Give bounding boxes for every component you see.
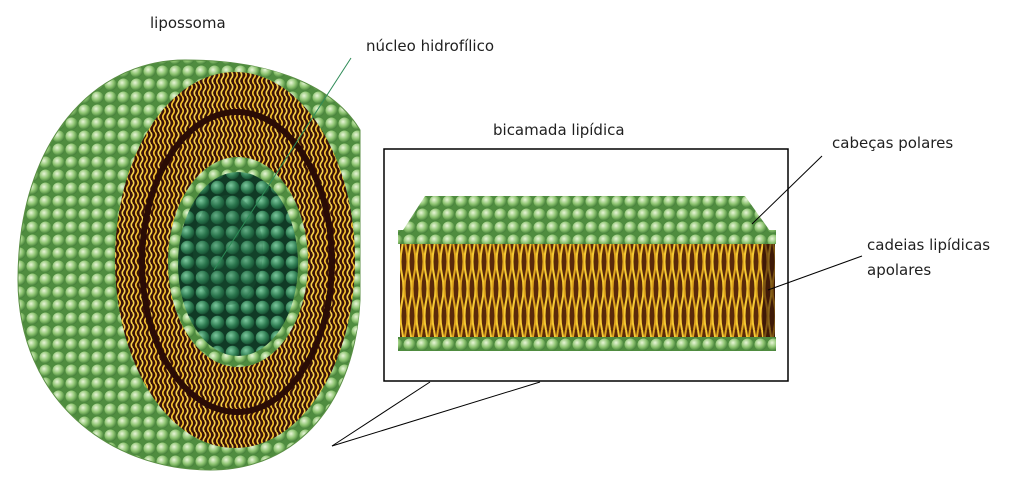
hydrophilic-core-label: núcleo hidrofílico (366, 37, 494, 55)
lipid-bilayer-slab (398, 196, 776, 351)
liposome-sphere (18, 60, 365, 470)
apolar-chains-label-line1: cadeias lipídicas (867, 236, 990, 254)
polar-heads-label: cabeças polares (832, 134, 953, 152)
apolar-chains-label-line2: apolares (867, 261, 931, 279)
liposome-label: lipossoma (150, 14, 226, 32)
lipid-bilayer-label: bicamada lipídica (493, 121, 625, 139)
